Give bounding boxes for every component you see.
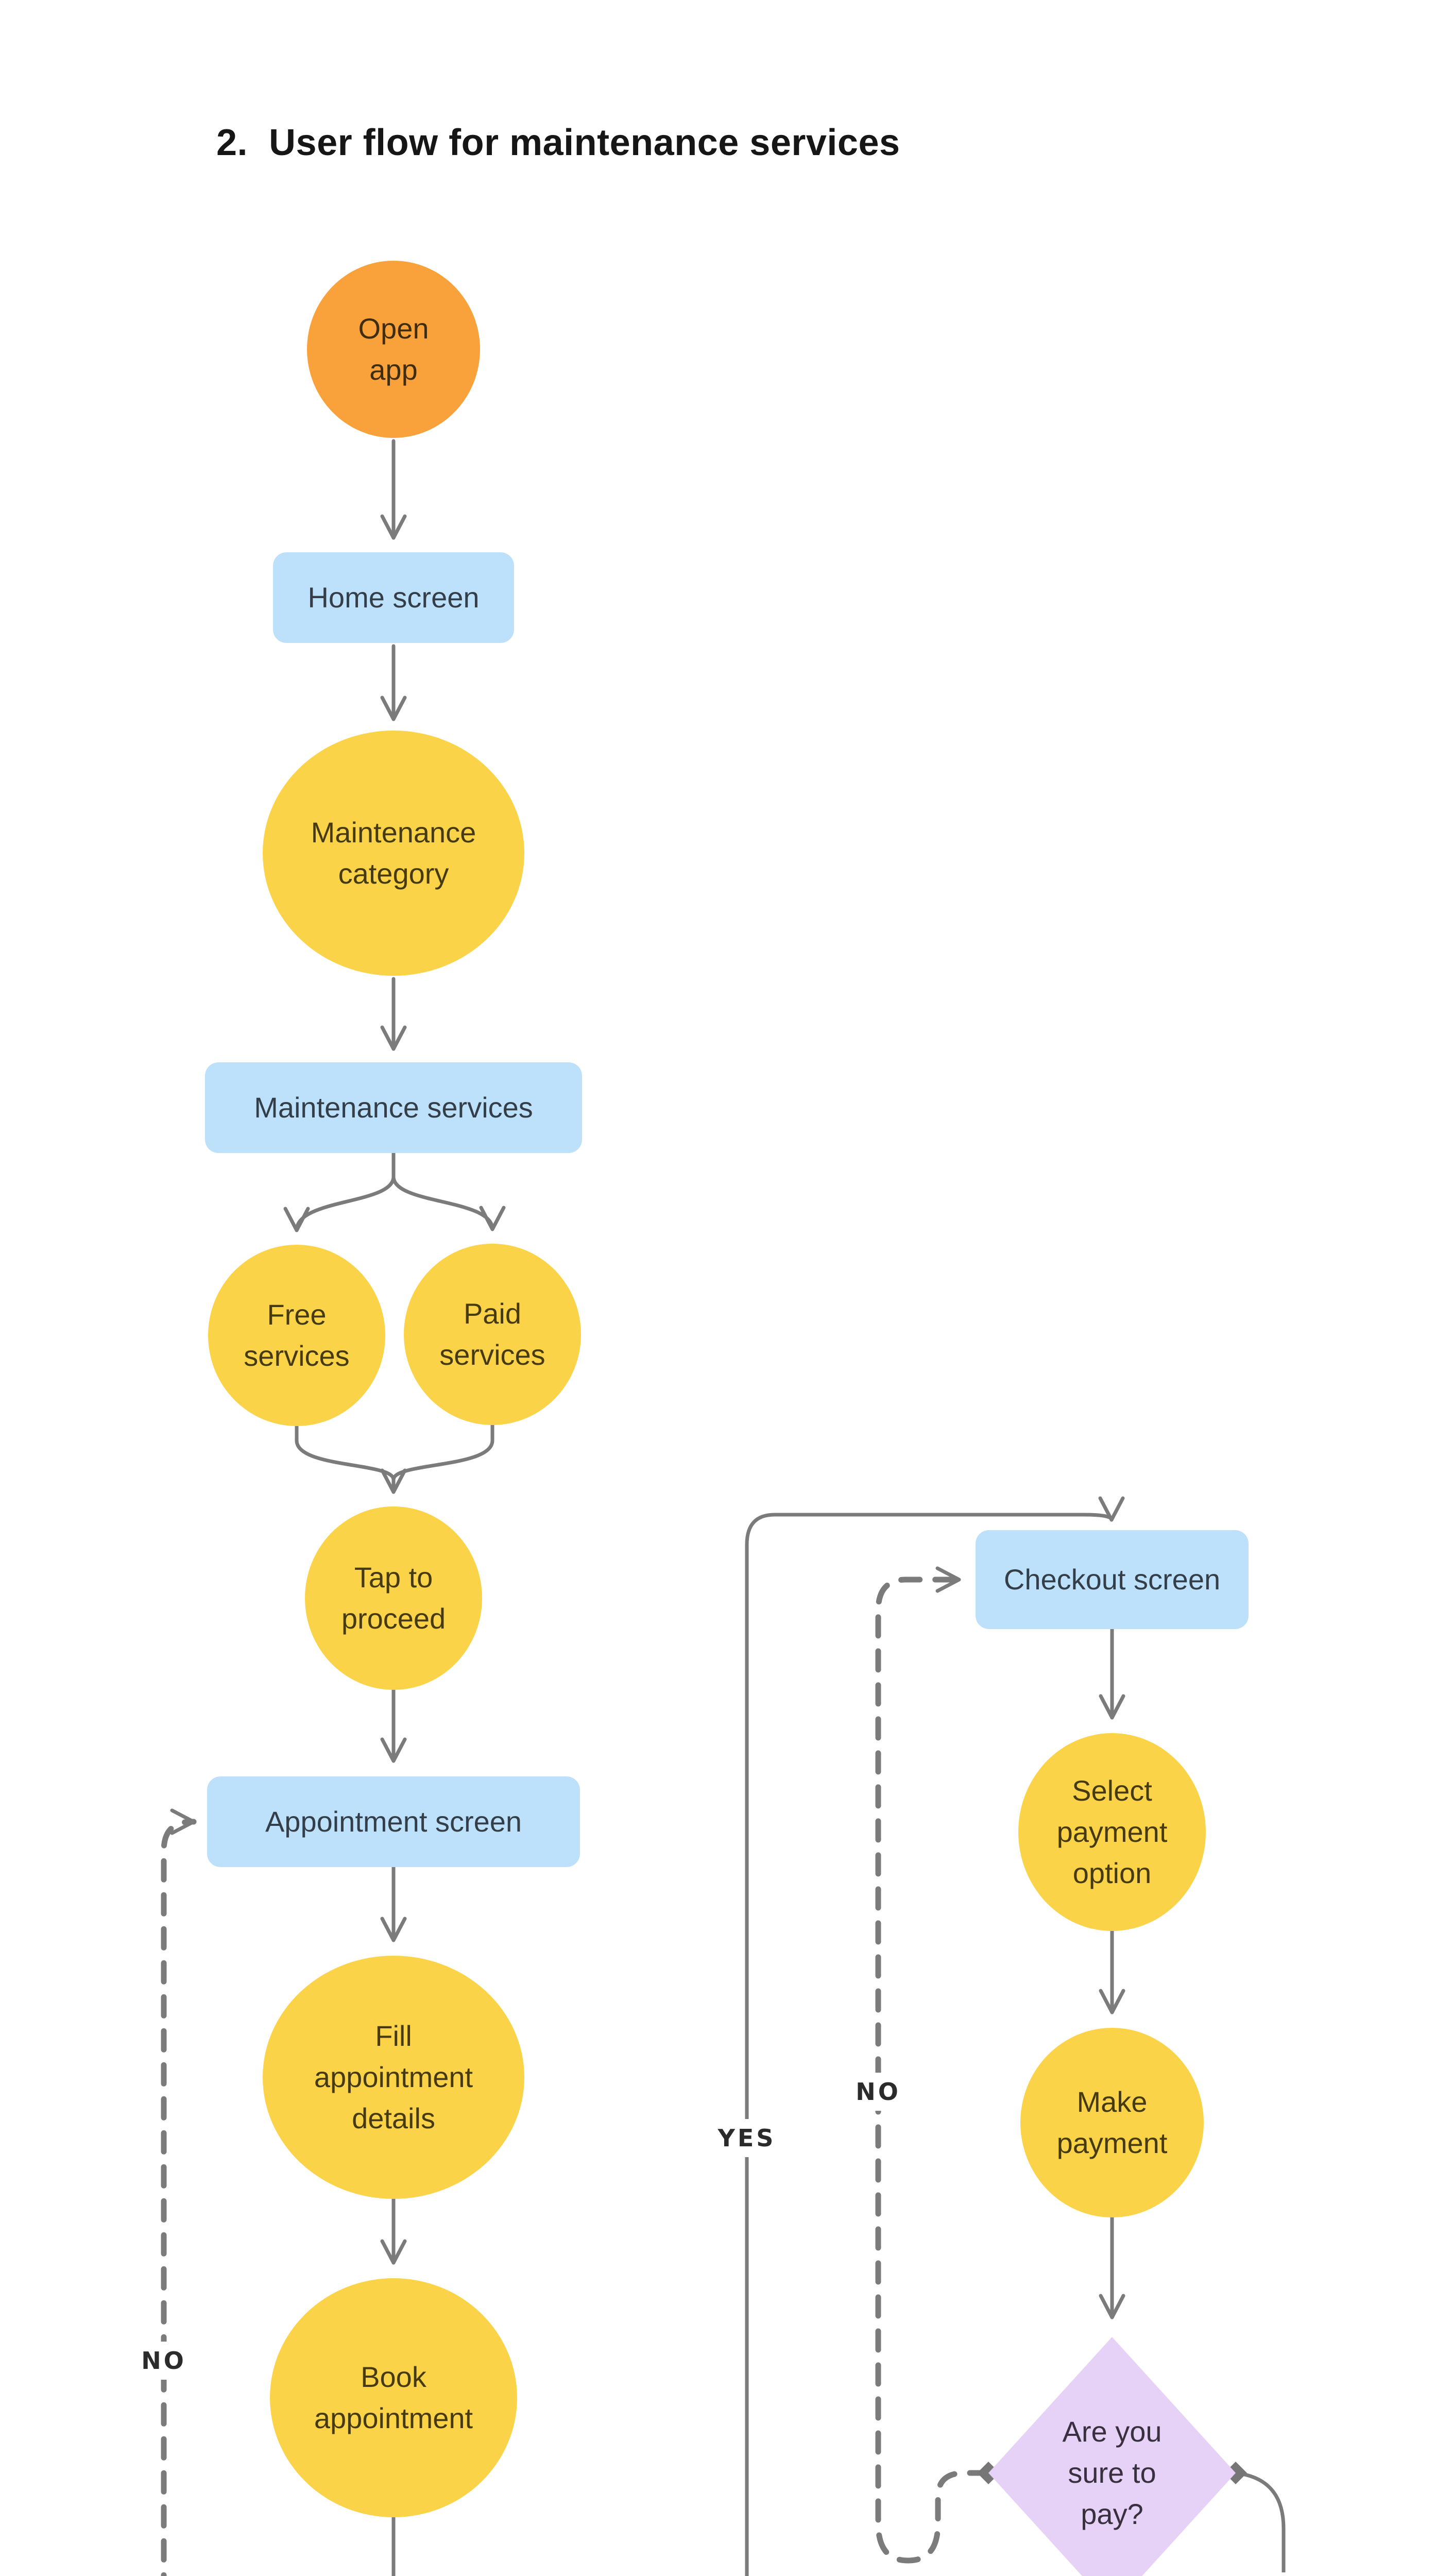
- edge-paid-services-merge: [391, 1423, 494, 1482]
- edge-book-no-to-appointment-screen: [161, 1808, 197, 2576]
- edge-pay-yes-to-payment-confirmation: [1234, 2471, 1286, 2576]
- node-select-payment-option[interactable]: Select payment option: [1018, 1733, 1206, 1931]
- node-make-payment[interactable]: Make payment: [1020, 2028, 1204, 2217]
- node-home-screen-label: Home screen: [308, 581, 480, 614]
- node-checkout-screen-label: Checkout screen: [1003, 1563, 1221, 1596]
- node-book-appointment-label: Book appointment: [314, 2360, 473, 2434]
- edge-label-pay-no: NO: [846, 2073, 910, 2111]
- edge-book-yes-to-checkout-screen: [745, 1496, 1125, 2576]
- node-maintenance-services[interactable]: Maintenance services: [205, 1062, 582, 1153]
- node-tap-to-proceed-label: Tap to proceed: [341, 1561, 446, 1635]
- edge-label-book-yes-to-checkout: YES: [708, 2119, 785, 2157]
- node-select-payment-option-label: Select payment option: [1056, 1774, 1168, 1890]
- node-free-services[interactable]: Free services: [208, 1245, 385, 1426]
- node-make-payment-label: Make payment: [1056, 2085, 1168, 2159]
- node-fill-appointment-details[interactable]: Fill appointment details: [263, 1956, 524, 2199]
- node-book-appointment[interactable]: Book appointment: [270, 2278, 517, 2517]
- edge-label-book-no: NO: [132, 2342, 196, 2380]
- node-paid-services-label: Paid services: [439, 1297, 545, 1371]
- node-appointment-screen-label: Appointment screen: [265, 1805, 522, 1838]
- edge-fork-to-free-services: [283, 1175, 396, 1232]
- node-open-app[interactable]: Open app: [307, 261, 480, 438]
- edge-label-pay-yes: YES: [1245, 2572, 1322, 2576]
- node-appointment-screen[interactable]: Appointment screen: [207, 1776, 580, 1867]
- node-tap-to-proceed[interactable]: Tap to proceed: [305, 1506, 482, 1690]
- node-maintenance-services-label: Maintenance services: [254, 1091, 533, 1124]
- node-maintenance-category-label: Maintenance category: [311, 816, 476, 890]
- edge-fork-to-paid-services: [391, 1175, 506, 1231]
- edge-free-services-merge: [295, 1424, 396, 1482]
- node-fill-appointment-details-label: Fill appointment details: [314, 2019, 473, 2135]
- node-pay-decision-label: Are you sure to pay?: [1062, 2415, 1162, 2531]
- edge-pay-no-to-checkout-screen: [875, 1566, 992, 2564]
- node-home-screen[interactable]: Home screen: [273, 552, 514, 643]
- node-paid-services[interactable]: Paid services: [404, 1244, 581, 1425]
- node-checkout-screen[interactable]: Checkout screen: [976, 1530, 1249, 1629]
- page-title: 2. User flow for maintenance services: [216, 122, 900, 163]
- node-open-app-label: Open app: [358, 312, 429, 386]
- node-maintenance-category[interactable]: Maintenance category: [263, 731, 524, 976]
- node-free-services-label: Free services: [244, 1298, 350, 1372]
